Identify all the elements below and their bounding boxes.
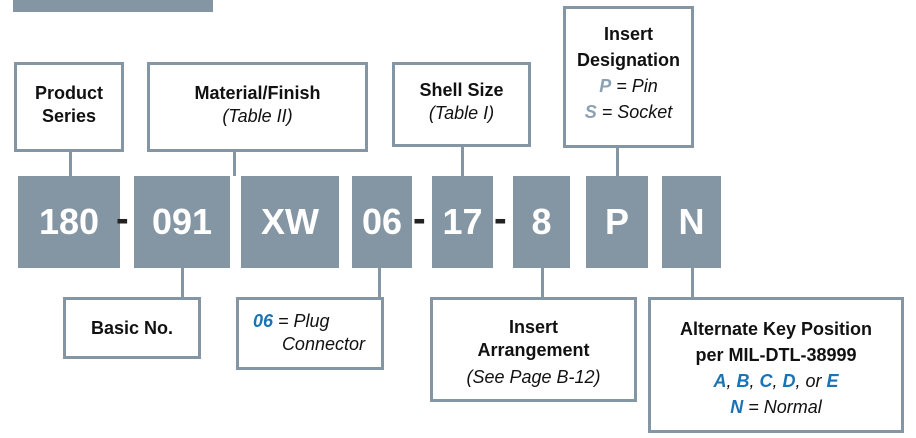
shell-size-box: Shell Size (Table I) [392, 62, 531, 147]
key-sep-1: , [726, 371, 737, 391]
product-series-box: Product Series [14, 62, 124, 152]
shell-size-title: Shell Size [419, 80, 504, 100]
segment-basic-no: 091 [134, 176, 230, 268]
basic-no-box: Basic No. [63, 297, 201, 359]
dash-1: - [116, 198, 129, 240]
key-d: D [782, 371, 796, 391]
key-c: C [759, 371, 773, 391]
key-sep-3: , [772, 371, 783, 391]
alternate-key-line1: Alternate Key Position [679, 319, 873, 339]
normal-text: = Normal [743, 397, 822, 417]
product-series-line2: Series [41, 106, 97, 126]
insert-arrangement-line1: Insert [508, 317, 559, 337]
connector-shell-size [461, 145, 464, 176]
pin-code: P [599, 76, 612, 96]
alternate-key-options: A, B, C, D, or E [651, 368, 901, 394]
insert-designation-line1: Insert [603, 24, 654, 44]
material-finish-box: Material/Finish (Table II) [147, 62, 368, 152]
socket-definition: S = Socket [566, 99, 691, 125]
basic-no-title: Basic No. [90, 318, 174, 338]
insert-arrangement-line2: Arrangement [477, 340, 590, 360]
shell-size-sub: (Table I) [428, 103, 495, 123]
segment-shell-size: 17 [432, 176, 493, 268]
key-e: E [826, 371, 839, 391]
connector-alternate-key [691, 268, 694, 298]
connector-insert-arrangement [541, 268, 544, 298]
segment-material-finish: XW [241, 176, 339, 268]
socket-code: S [584, 102, 597, 122]
key-sep-2: , [749, 371, 760, 391]
key-a: A [713, 371, 727, 391]
material-finish-sub: (Table II) [222, 106, 293, 126]
segment-product-series: 180 [18, 176, 120, 268]
segment-alternate-key: N [662, 176, 721, 268]
header-tab [13, 0, 213, 12]
alternate-key-box: Alternate Key Position per MIL-DTL-38999… [648, 297, 904, 433]
plug-text2: Connector [281, 334, 365, 354]
plug-text1: = Plug [273, 311, 330, 331]
insert-designation-box: Insert Designation P = Pin S = Socket [563, 6, 694, 148]
material-finish-title: Material/Finish [194, 83, 321, 103]
connector-basic-no [181, 268, 184, 298]
connector-material-finish [233, 150, 236, 176]
socket-text: = Socket [596, 102, 673, 122]
plug-line1: 06 = Plug [239, 310, 381, 333]
key-n: N [730, 397, 744, 417]
key-sep-4: , or [795, 371, 827, 391]
insert-arrangement-sub: (See Page B-12) [466, 367, 601, 387]
insert-designation-line2: Designation [576, 50, 680, 70]
segment-insert-arrangement: 8 [513, 176, 570, 268]
plug-code: 06 [253, 311, 274, 331]
key-b: B [736, 371, 750, 391]
segment-connector-type: 06 [352, 176, 412, 268]
connector-insert-designation [616, 146, 619, 176]
pin-definition: P = Pin [566, 73, 691, 99]
connector-product-series [69, 150, 72, 176]
pin-text: = Pin [611, 76, 658, 96]
connector-plug [378, 268, 381, 298]
plug-connector-box: 06 = Plug Connector [236, 297, 384, 370]
dash-2: - [413, 198, 426, 240]
alternate-key-line2: per MIL-DTL-38999 [695, 345, 857, 365]
product-series-line1: Product [34, 83, 103, 103]
segment-insert-designation: P [586, 176, 648, 268]
insert-arrangement-box: Insert Arrangement (See Page B-12) [430, 297, 637, 402]
dash-3: - [494, 198, 507, 240]
normal-definition: N = Normal [651, 394, 901, 420]
